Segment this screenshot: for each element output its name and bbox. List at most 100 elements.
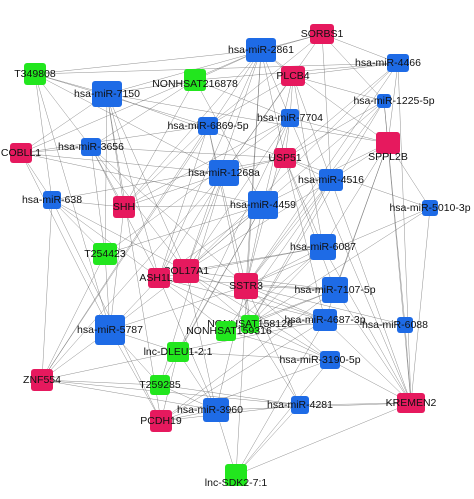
node-box-usp51 [274, 148, 296, 168]
node-box-hsa-mir-5787 [95, 315, 125, 345]
node-nonhsat159316[interactable]: NONHSAT159316 [186, 321, 272, 341]
edge-hsa-mir-1268a-to-shh [123, 172, 225, 208]
edge-hsa-mir-4516-to-kremen2 [330, 179, 412, 404]
node-label-hsa-mir-3656: hsa-miR-3656 [58, 141, 124, 153]
node-box-hsa-mir-7150 [92, 81, 122, 107]
node-label-col17a1: COL17A1 [163, 265, 209, 277]
node-box-ash1l [148, 268, 170, 288]
node-shh[interactable]: SHH [113, 196, 135, 218]
node-hsa-mir-4466[interactable]: hsa-miR-4466 [355, 54, 421, 72]
node-box-t259285 [150, 375, 170, 395]
node-label-kremen2: KREMEN2 [386, 397, 437, 409]
node-label-sstr3: SSTR3 [229, 280, 263, 292]
node-hsa-mir-4459[interactable]: hsa-miR-4459 [230, 191, 296, 219]
edge-hsa-mir-3656-to-col17a1 [90, 146, 187, 272]
edge-hsa-mir-3190-5p-to-lnc-sdk2-7-1 [235, 359, 331, 476]
node-hsa-mir-3656[interactable]: hsa-miR-3656 [58, 138, 124, 156]
edge-hsa-mir-1268a-to-cobll1 [20, 152, 225, 174]
node-label-hsa-mir-2861: hsa-miR-2861 [228, 44, 294, 56]
edge-hsa-mir-4687-3p-to-kremen2 [324, 319, 412, 404]
node-t259285[interactable]: T259285 [139, 375, 181, 395]
node-label-ash1l: ASH1L [139, 272, 172, 284]
node-znf554[interactable]: ZNF554 [23, 369, 61, 391]
edge-hsa-mir-3656-to-nonhsat216878 [90, 79, 196, 148]
edge-hsa-mir-6087-to-plcb4 [292, 75, 324, 248]
node-pcdh19[interactable]: PCDH19 [140, 410, 182, 432]
edge-hsa-mir-5010-3p-to-sstr3 [245, 207, 431, 287]
node-hsa-mir-5010-3p[interactable]: hsa-miR-5010-3p [389, 200, 471, 216]
node-box-lnc-dleu1-2-1 [167, 342, 189, 362]
node-kremen2[interactable]: KREMEN2 [386, 393, 437, 413]
node-hsa-mir-4281[interactable]: hsa-miR-4281 [267, 396, 333, 414]
node-label-t349808: T349808 [14, 68, 56, 80]
node-sorbs1[interactable]: SORBS1 [301, 24, 344, 44]
edge-hsa-mir-3656-to-t349808 [34, 73, 92, 148]
node-hsa-mir-6087[interactable]: hsa-miR-6087 [290, 234, 356, 260]
edge-hsa-mir-6869-5p-to-sorbs1 [207, 33, 323, 127]
edge-hsa-mir-1268a-to-ash1l [158, 172, 225, 279]
node-sppl2b[interactable]: SPPL2B [368, 132, 408, 163]
edge-hsa-mir-4466-to-t349808 [34, 62, 399, 75]
node-box-hsa-mir-3656 [81, 138, 101, 156]
node-hsa-mir-7107-5p[interactable]: hsa-miR-7107-5p [294, 277, 376, 303]
node-layer: hsa-miR-2861 SORBS1 hsa-miR-4466PLCB4NONHS… [1, 24, 471, 489]
edge-hsa-mir-3960-to-kremen2 [215, 402, 412, 411]
node-hsa-mir-6088[interactable]: hsa-miR-6088 [362, 317, 428, 333]
node-label-hsa-mir-4281: hsa-miR-4281 [267, 399, 333, 411]
node-label-lnc-dleu1-2-1: lnc-DLEU1-2:1 [144, 346, 213, 358]
node-hsa-mir-3190-5p[interactable]: hsa-miR-3190-5p [279, 351, 361, 369]
node-col17a1[interactable]: COL17A1 [163, 259, 209, 283]
node-hsa-mir-7704[interactable]: hsa-miR-7704 [257, 109, 323, 127]
node-hsa-mir-7150[interactable]: hsa-miR-7150 [74, 81, 140, 107]
node-lnc-sdk2-7-1[interactable]: lnc-SDK2-7:1 [205, 464, 268, 489]
node-hsa-mir-638[interactable]: hsa-miR-638 [22, 191, 82, 209]
node-box-hsa-mir-638 [43, 191, 61, 209]
node-ash1l[interactable]: ASH1L [139, 268, 173, 288]
node-hsa-mir-4687-3p[interactable]: hsa-miR-4687-3p [284, 309, 366, 331]
edge-hsa-mir-6087-to-sppl2b [322, 142, 389, 248]
node-box-hsa-mir-6087 [310, 234, 336, 260]
node-hsa-mir-1268a[interactable]: hsa-miR-1268a [188, 160, 260, 186]
node-label-t259285: T259285 [139, 379, 181, 391]
node-label-hsa-mir-7107-5p: hsa-miR-7107-5p [294, 284, 375, 296]
node-box-hsa-mir-1268a [209, 160, 239, 186]
edge-hsa-mir-638-to-usp51 [51, 157, 286, 201]
node-box-hsa-mir-6088 [397, 317, 413, 333]
node-box-znf554 [31, 369, 53, 391]
node-hsa-mir-4516[interactable]: hsa-miR-4516 [298, 169, 364, 191]
edge-hsa-mir-6869-5p-to-plcb4 [207, 75, 294, 127]
node-hsa-mir-3960[interactable]: hsa-miR-3960 [177, 398, 243, 422]
node-lnc-dleu1-2-1[interactable]: lnc-DLEU1-2:1 [144, 342, 213, 362]
node-cobll1[interactable]: COBLL1 [1, 143, 41, 163]
edge-hsa-mir-7107-5p-to-kremen2 [334, 289, 412, 404]
edge-hsa-mir-4516-to-sorbs1 [321, 33, 332, 181]
edge-hsa-mir-5010-3p-to-kremen2 [410, 207, 431, 404]
edge-hsa-mir-3656-to-t254423 [90, 146, 106, 255]
node-sstr3[interactable]: SSTR3 [229, 273, 263, 299]
node-box-kremen2 [397, 393, 425, 413]
node-hsa-mir-1225-5p[interactable]: hsa-miR-1225-5p [353, 94, 435, 108]
node-t254423[interactable]: T254423 [84, 243, 126, 265]
edge-hsa-mir-5787-to-sstr3 [109, 285, 247, 331]
edge-hsa-mir-6087-to-nonhsat158126 [249, 246, 324, 325]
node-usp51[interactable]: USP51 [268, 148, 302, 168]
edge-hsa-mir-4516-to-plcb4 [292, 75, 332, 181]
edge-hsa-mir-3656-to-cobll1 [20, 146, 92, 154]
edge-hsa-mir-4281-to-nonhsat158126 [249, 323, 301, 406]
edge-hsa-mir-638-to-t349808 [34, 73, 53, 201]
node-label-nonhsat216878: NONHSAT216878 [152, 78, 238, 90]
node-t349808[interactable]: T349808 [14, 63, 56, 85]
edge-hsa-mir-1268a-to-col17a1 [185, 172, 225, 272]
node-hsa-mir-5787[interactable]: hsa-miR-5787 [77, 315, 143, 345]
edge-hsa-mir-638-to-shh [51, 199, 125, 208]
node-plcb4[interactable]: PLCB4 [276, 66, 310, 86]
edge-hsa-mir-4459-to-cobll1 [20, 152, 264, 206]
node-hsa-mir-2861[interactable]: hsa-miR-2861 [228, 38, 294, 62]
node-label-hsa-mir-4516: hsa-miR-4516 [298, 174, 364, 186]
edge-hsa-mir-3656-to-sstr3 [90, 146, 247, 287]
node-box-sorbs1 [310, 24, 334, 44]
node-hsa-mir-6869-5p[interactable]: hsa-miR-6869-5p [167, 117, 249, 135]
node-nonhsat216878[interactable]: NONHSAT216878 [152, 69, 238, 91]
edge-hsa-mir-3190-5p-to-sstr3 [245, 285, 331, 361]
